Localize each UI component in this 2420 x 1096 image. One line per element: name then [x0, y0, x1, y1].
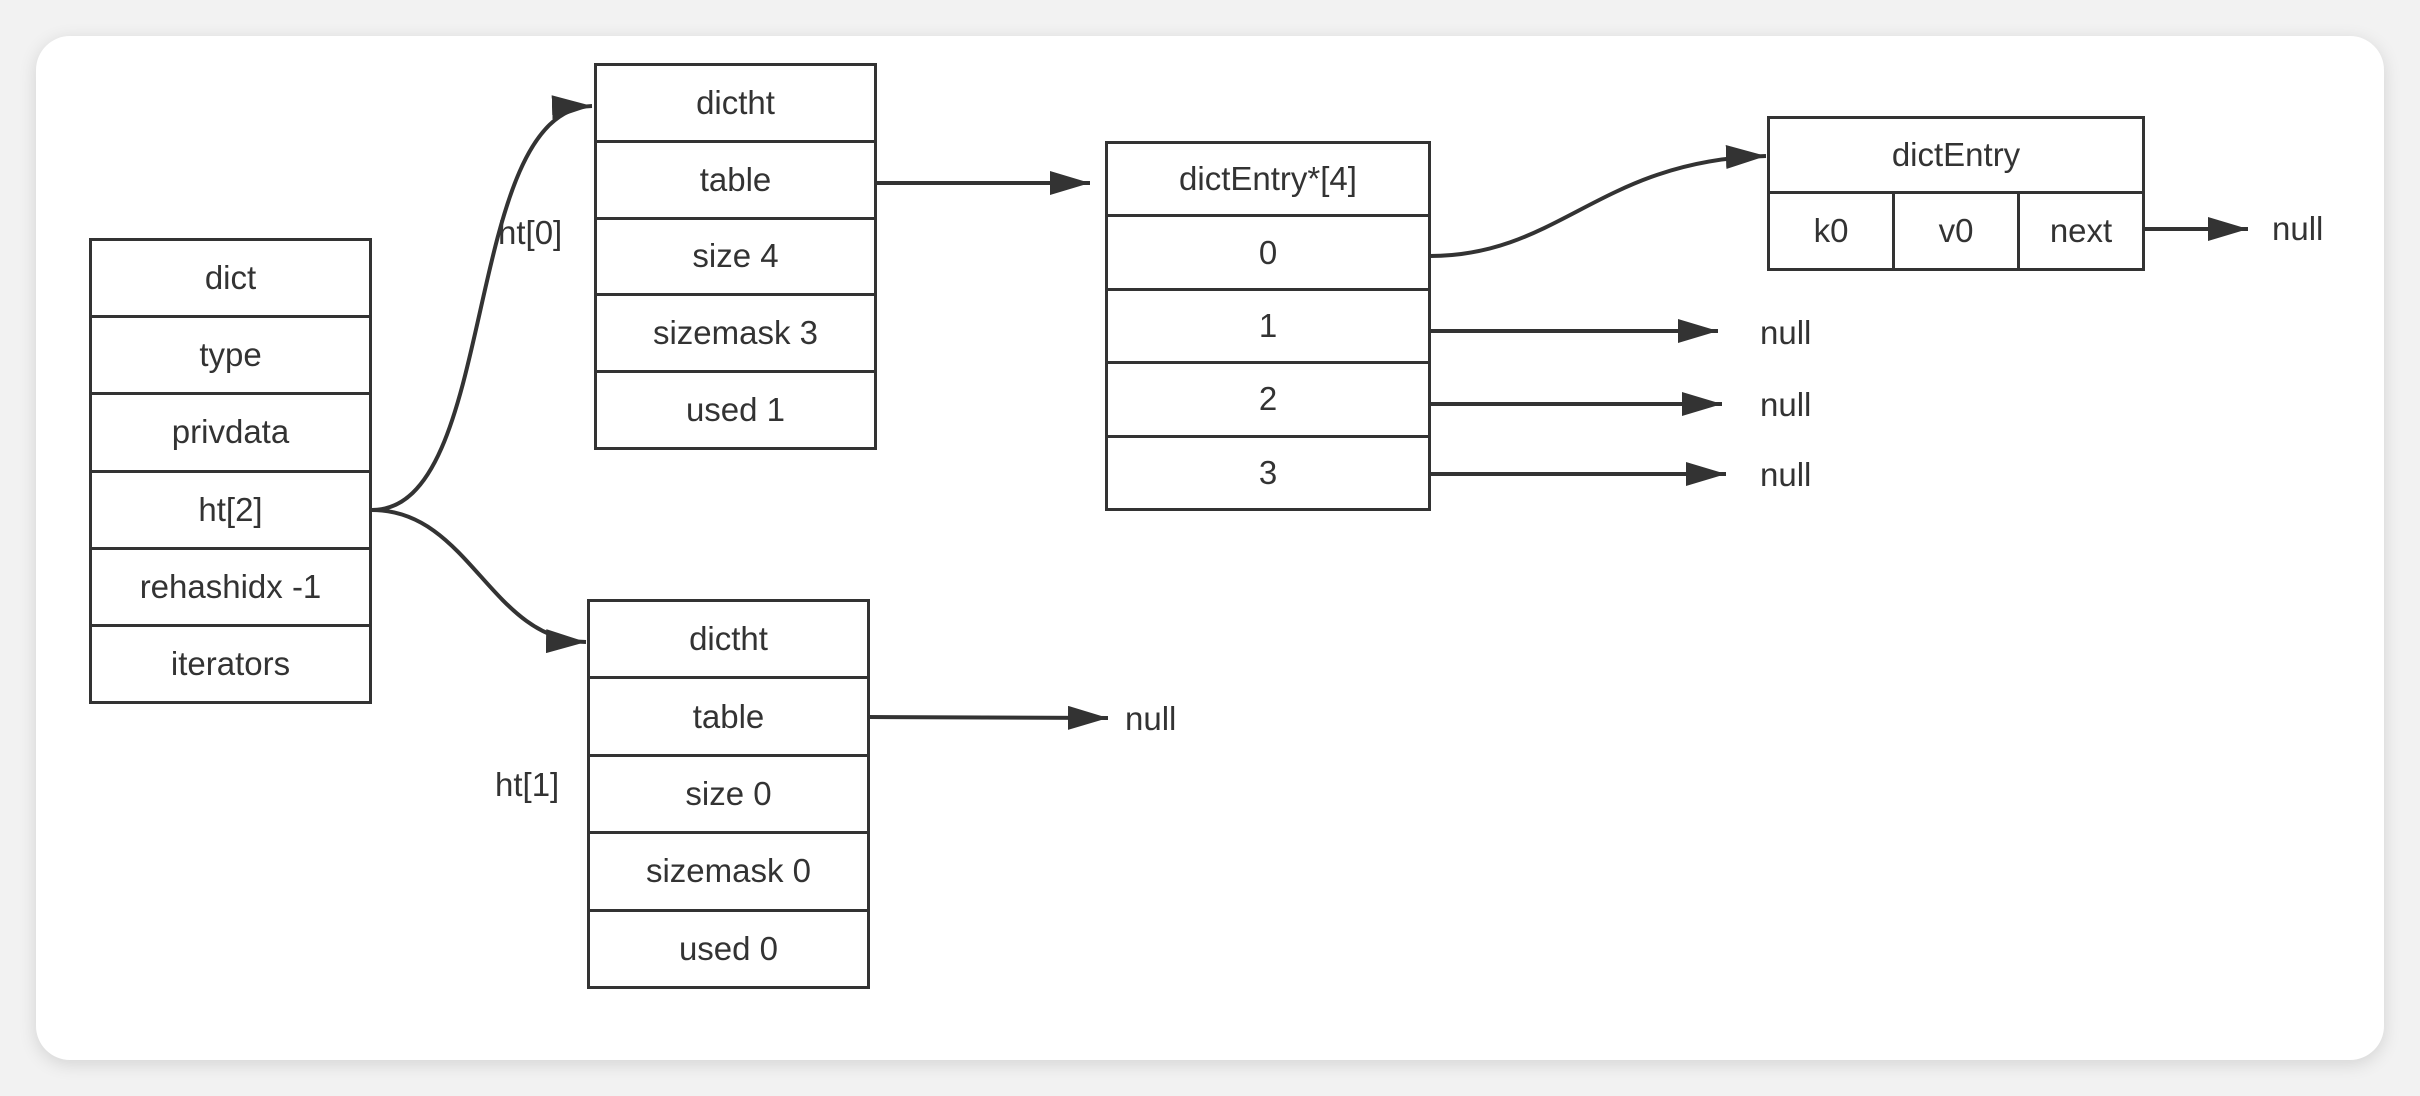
ht0-field-table: table	[597, 143, 874, 220]
ht1-dictht: dictht table size 0 sizemask 0 used 0	[587, 599, 870, 989]
bucket-3-null: null	[1760, 456, 1812, 493]
dict-entry-next: next	[2049, 212, 2113, 249]
ht0-dictht: dictht table size 4 sizemask 3 used 1	[594, 63, 877, 450]
ht1-title: dictht	[590, 602, 867, 680]
ht1-table-null: null	[1125, 700, 1177, 737]
bucket-array: dictEntry*[4] 0 1 2 3	[1105, 141, 1431, 511]
dict-field-type: type	[92, 318, 369, 396]
ht0-title: dictht	[597, 66, 874, 143]
dict-title: dict	[92, 241, 369, 319]
ht1-label: ht[1]	[495, 766, 560, 803]
ht0-field-used: used 1	[685, 391, 786, 429]
dict-entry-fields: k0 v0 next	[1770, 194, 2142, 268]
ht1-field-size: size 0	[590, 757, 867, 835]
bucket-3: 3	[1258, 453, 1278, 491]
dict-field-privdata: privdata	[92, 395, 369, 473]
arrow-bucket0-to-entry	[1429, 144, 1767, 258]
bucket-1: 1	[1108, 291, 1428, 365]
bucket-array-header: dictEntry*[4]	[1108, 144, 1428, 218]
dict-entry-key: k0	[1770, 194, 1895, 268]
ht0-field-size: size 4	[597, 220, 874, 297]
bucket-0: 0	[1108, 217, 1428, 291]
ht1-field-used: used 0	[678, 929, 779, 967]
ht1-field-table: table	[590, 679, 867, 757]
arrow-dict-to-ht0	[371, 95, 593, 512]
dict-field-iterators: iterators	[170, 644, 291, 682]
ht0-field-sizemask: sizemask 3	[597, 296, 874, 374]
bucket-2-null: null	[1760, 386, 1812, 423]
arrow-ht1-table-to-null	[867, 705, 1109, 730]
dict-entry-value: v0	[1895, 194, 2020, 268]
arrow-dict-to-ht1	[371, 508, 587, 654]
bucket-2: 2	[1108, 364, 1428, 438]
bucket-1-null: null	[1760, 314, 1812, 351]
ht1-field-sizemask: sizemask 0	[590, 834, 867, 912]
dict-entry-next-null: null	[2272, 210, 2324, 247]
dict-entry-title: dictEntry	[1770, 119, 2142, 194]
ht0-label: ht[0]	[498, 214, 563, 251]
dict-entry: dictEntry k0 v0 next	[1767, 116, 2145, 271]
dict-struct: dict type privdata ht[2] rehashidx -1 it…	[89, 238, 372, 704]
dict-field-ht: ht[2]	[92, 473, 369, 550]
dict-field-rehashidx: rehashidx -1	[92, 550, 369, 627]
